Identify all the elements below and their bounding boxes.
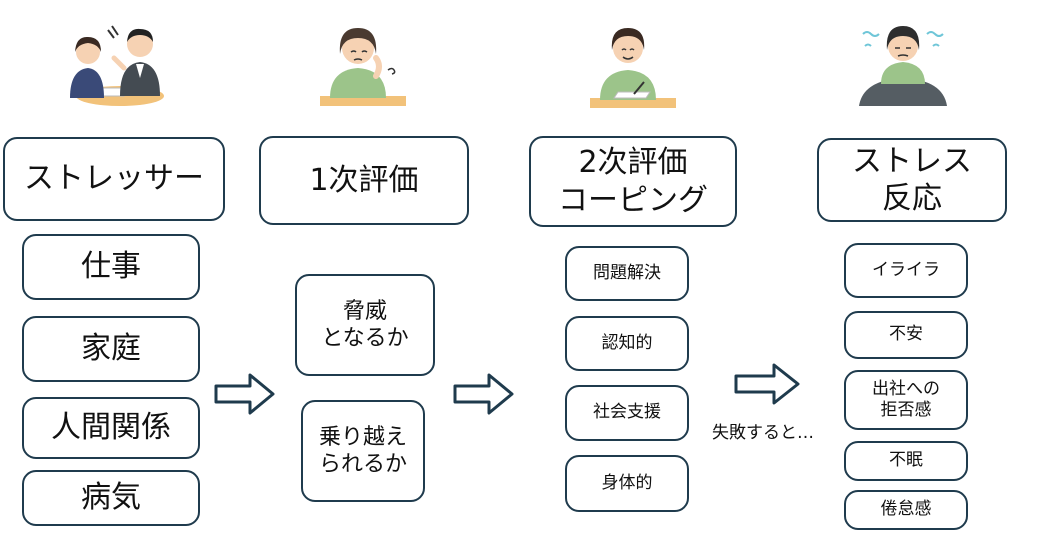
coping-item: 問題解決: [565, 246, 689, 301]
response-item-line: 倦怠感: [880, 499, 932, 520]
coping-item: 身体的: [565, 455, 689, 512]
writing-person-illustration: [590, 28, 676, 108]
stressor-header: ストレッサー: [3, 137, 225, 221]
stress-response-item: 倦怠感: [844, 490, 968, 530]
stressor-item: 病気: [22, 470, 200, 526]
primary-item-line: 乗り越え: [318, 424, 407, 450]
primary-appraisal-item: 乗り越え られるか: [301, 400, 425, 502]
response-item-line: 不安: [889, 324, 923, 345]
stress-response-item: イライラ: [844, 243, 968, 298]
stressor-item-text: 病気: [81, 480, 141, 516]
stressor-item: 人間関係: [22, 397, 200, 459]
coping-item-text: 問題解決: [593, 262, 661, 283]
response-item-line: 拒否感: [880, 400, 932, 420]
primary-appraisal-header-text: 1次評価: [309, 162, 419, 198]
failure-note: 失敗すると…: [712, 423, 814, 443]
coping-header-line: コーピング: [558, 182, 708, 218]
stress-response-item: 出社への 拒否感: [844, 370, 968, 430]
response-item-line: 不眠: [889, 450, 923, 471]
stressed-person-illustration: [859, 26, 947, 106]
stressor-item-text: 家庭: [81, 331, 141, 367]
stressor-item: 家庭: [22, 316, 200, 382]
coping-item-text: 社会支援: [593, 402, 661, 423]
primary-item-line: られるか: [318, 452, 407, 477]
flow-arrow: [214, 373, 275, 415]
coping-item: 社会支援: [565, 385, 689, 441]
primary-item-line: となるか: [321, 326, 409, 351]
primary-appraisal-item: 脅威 となるか: [295, 274, 435, 376]
scolding-illustration: [70, 25, 164, 106]
coping-item-text: 認知的: [601, 332, 653, 353]
worried-person-illustration: [320, 28, 406, 106]
stressor-item-text: 仕事: [81, 249, 141, 285]
stressor-item: 仕事: [22, 234, 200, 300]
stress-response-header: ストレス 反応: [817, 138, 1007, 222]
response-item-line: イライラ: [872, 259, 940, 280]
coping-item-text: 身体的: [601, 472, 653, 493]
flow-arrow: [453, 373, 514, 415]
coping-header: 2次評価 コーピング: [529, 136, 737, 227]
stress-response-item: 不安: [844, 311, 968, 359]
flow-arrow: [734, 363, 800, 405]
response-item-line: 出社への: [872, 378, 940, 399]
stressor-item-text: 人間関係: [51, 410, 171, 446]
stress-response-item: 不眠: [844, 441, 968, 481]
primary-item-line: 脅威: [342, 298, 387, 324]
stress-response-header-line: ストレス: [852, 143, 972, 179]
coping-item: 認知的: [565, 316, 689, 371]
stressor-header-text: ストレッサー: [24, 161, 204, 197]
coping-header-line: 2次評価: [578, 145, 688, 180]
stress-response-header-line: 反応: [882, 181, 942, 216]
primary-appraisal-header: 1次評価: [259, 136, 469, 225]
